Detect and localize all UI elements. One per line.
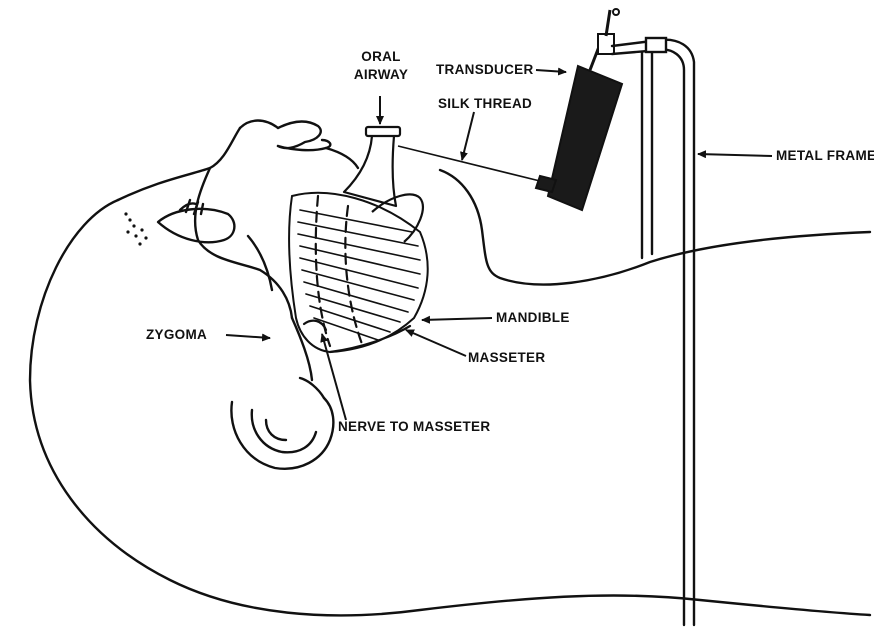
label-silk-thread: SILK THREAD (438, 95, 532, 113)
masseter-muscle-drawing (289, 193, 428, 352)
label-nerve-to-masseter: NERVE TO MASSETER (338, 418, 490, 436)
label-metal-frame: METAL FRAME (776, 147, 874, 165)
head-outline (30, 121, 870, 616)
label-transducer: TRANSDUCER (436, 61, 534, 79)
label-zygoma: ZYGOMA (146, 326, 207, 344)
label-oral-airway-line2: AIRWAY (338, 66, 424, 84)
metal-frame-drawing (612, 38, 694, 625)
label-oral-airway: ORAL AIRWAY (338, 48, 424, 84)
silk-thread (398, 146, 544, 182)
label-mandible: MANDIBLE (496, 309, 570, 327)
label-masseter: MASSETER (468, 349, 545, 367)
brow-stipple (124, 212, 147, 245)
transducer-drawing (536, 9, 622, 210)
label-oral-airway-line1: ORAL (338, 48, 424, 66)
